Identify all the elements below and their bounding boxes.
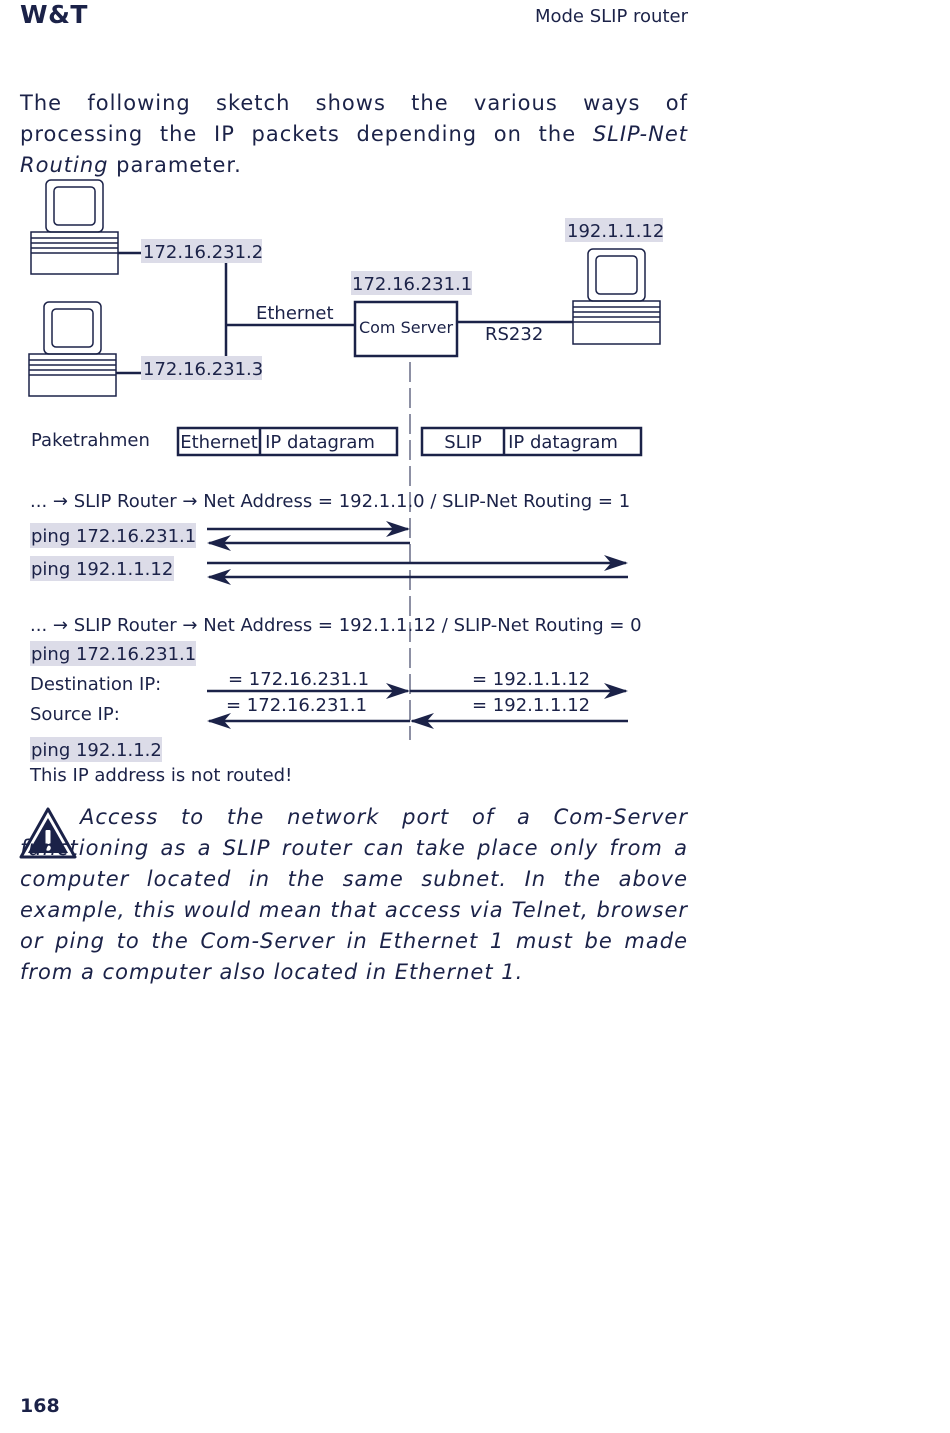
- com-server-label: Com Server: [359, 318, 454, 337]
- intro-text-after: parameter.: [108, 153, 242, 177]
- warning-triangle-icon: [19, 807, 77, 859]
- server-ip-label: 172.16.231.1: [352, 274, 472, 295]
- ethernet-wiring: [116, 251, 573, 375]
- scenario1-arrows: [207, 521, 628, 585]
- frame-left-header: Ethernet: [180, 432, 258, 453]
- packet-frames: [176, 426, 643, 457]
- scenario2-title: ... → SLIP Router → Net Address = 192.1.…: [30, 615, 642, 636]
- frame-right-payload: IP datagram: [508, 432, 618, 453]
- intro-paragraph: The following sketch shows the various w…: [20, 88, 688, 181]
- ethernet-label: Ethernet: [256, 303, 334, 324]
- src-right-value: = 192.1.1.12: [472, 695, 590, 716]
- intro-text-before: The following sketch shows the various w…: [20, 91, 688, 146]
- pc2-ip-label: 172.16.231.3: [143, 359, 263, 380]
- computer-2-icon: [28, 301, 117, 397]
- running-header-title: Mode SLIP router: [534, 6, 688, 27]
- frame-label: Paketrahmen: [31, 430, 150, 451]
- computer-1-icon: [30, 179, 119, 275]
- frame-right-header: SLIP: [444, 432, 482, 453]
- label-highlights: [30, 218, 663, 762]
- warning-text: Access to the network port of a Com-Serv…: [20, 805, 688, 984]
- page-number: 168: [20, 1395, 60, 1417]
- scenario2-arrows: [207, 683, 628, 729]
- remote-computer-icon: [572, 248, 661, 345]
- remote-ip-label: 192.1.1.12: [567, 221, 664, 242]
- not-routed-note: This IP address is not routed!: [29, 765, 292, 786]
- scenario2-ping1: ping 172.16.231.1: [31, 644, 196, 665]
- dest-right-value: = 192.1.1.12: [472, 669, 590, 690]
- destination-ip-label: Destination IP:: [30, 674, 161, 695]
- brand-logo: W&T: [20, 0, 88, 29]
- com-server-box: [353, 300, 459, 358]
- pc1-ip-label: 172.16.231.2: [143, 242, 263, 263]
- frame-left-payload: IP datagram: [265, 432, 375, 453]
- source-ip-label: Source IP:: [30, 704, 120, 725]
- dest-left-value: = 172.16.231.1: [228, 669, 369, 690]
- scenario1-title: ... → SLIP Router → Net Address = 192.1.…: [30, 491, 630, 512]
- network-diagram: 172.16.231.2 172.16.231.3 Ethernet 172.1…: [28, 179, 664, 786]
- scenario1-ping1: ping 172.16.231.1: [31, 526, 196, 547]
- scenario2-ping2: ping 192.1.1.2: [31, 740, 162, 761]
- warning-indent: [20, 814, 80, 824]
- warning-paragraph: Access to the network port of a Com-Serv…: [20, 802, 688, 988]
- src-left-value: = 172.16.231.1: [226, 695, 367, 716]
- rs232-label: RS232: [485, 324, 543, 345]
- intro-emphasis: SLIP-Net Routing: [20, 122, 688, 177]
- scenario1-ping2: ping 192.1.1.12: [31, 559, 173, 580]
